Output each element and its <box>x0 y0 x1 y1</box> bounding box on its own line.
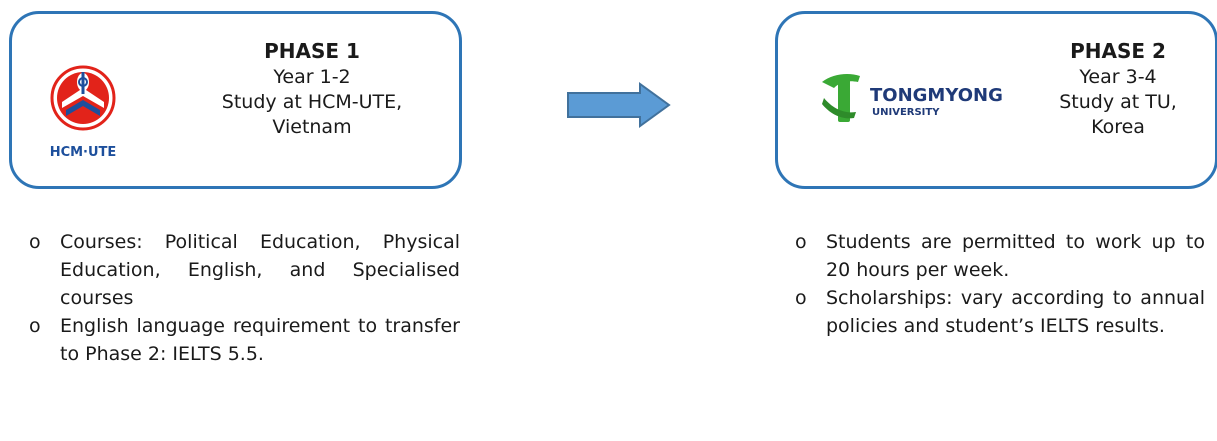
phase-1-bullet-text: Courses: Political Education, Physical E… <box>60 231 460 309</box>
right-arrow-icon <box>567 82 671 128</box>
phase-2-text: PHASE 2 Year 3-4 Study at TU, Korea <box>1028 37 1208 140</box>
list-item: o Scholarships: vary according to annual… <box>795 284 1205 340</box>
phase-2-box: TONGMYONG UNIVERSITY PHASE 2 Year 3-4 St… <box>775 11 1217 189</box>
list-item: o Courses: Political Education, Physical… <box>29 228 460 312</box>
phase-2-study-line1: Study at TU, <box>1059 91 1177 113</box>
phase-1-box: HCM·UTE PHASE 1 Year 1-2 Study at HCM-UT… <box>9 11 462 189</box>
hcm-logo-text: HCM·UTE <box>50 145 117 160</box>
bullet-marker: o <box>29 315 41 337</box>
phase-2-title: PHASE 2 <box>1070 39 1166 63</box>
phase-2-bullet-list: o Students are permitted to work up to 2… <box>795 228 1205 340</box>
tongmyong-logo-name: TONGMYONG <box>870 85 1003 106</box>
hcm-ute-logo-icon: HCM·UTE <box>50 65 117 160</box>
phase-1-bullet-text: English language requirement to transfer… <box>60 315 460 365</box>
phase-1-study-line1: Study at HCM-UTE, <box>221 91 403 113</box>
phase-2-bullet-text: Scholarships: vary according to annual p… <box>826 287 1205 337</box>
phase-1-bullet-list: o Courses: Political Education, Physical… <box>29 228 460 368</box>
phase-1-title: PHASE 1 <box>264 39 360 63</box>
list-item: o English language requirement to transf… <box>29 312 460 368</box>
tongmyong-university-logo-icon: TONGMYONG UNIVERSITY <box>822 74 1003 122</box>
phase-2-study-line2: Korea <box>1091 116 1145 138</box>
bullet-marker: o <box>795 287 807 309</box>
bullet-marker: o <box>795 231 807 253</box>
phase-2-years: Year 3-4 <box>1079 66 1157 88</box>
phase-1-years: Year 1-2 <box>273 66 351 88</box>
phase-2-bullet-text: Students are permitted to work up to 20 … <box>826 231 1205 281</box>
phase-1-study-line2: Vietnam <box>272 116 352 138</box>
phase-1-text: PHASE 1 Year 1-2 Study at HCM-UTE, Vietn… <box>202 37 422 140</box>
list-item: o Students are permitted to work up to 2… <box>795 228 1205 284</box>
bullet-marker: o <box>29 231 41 253</box>
tongmyong-logo-sub: UNIVERSITY <box>872 107 940 118</box>
